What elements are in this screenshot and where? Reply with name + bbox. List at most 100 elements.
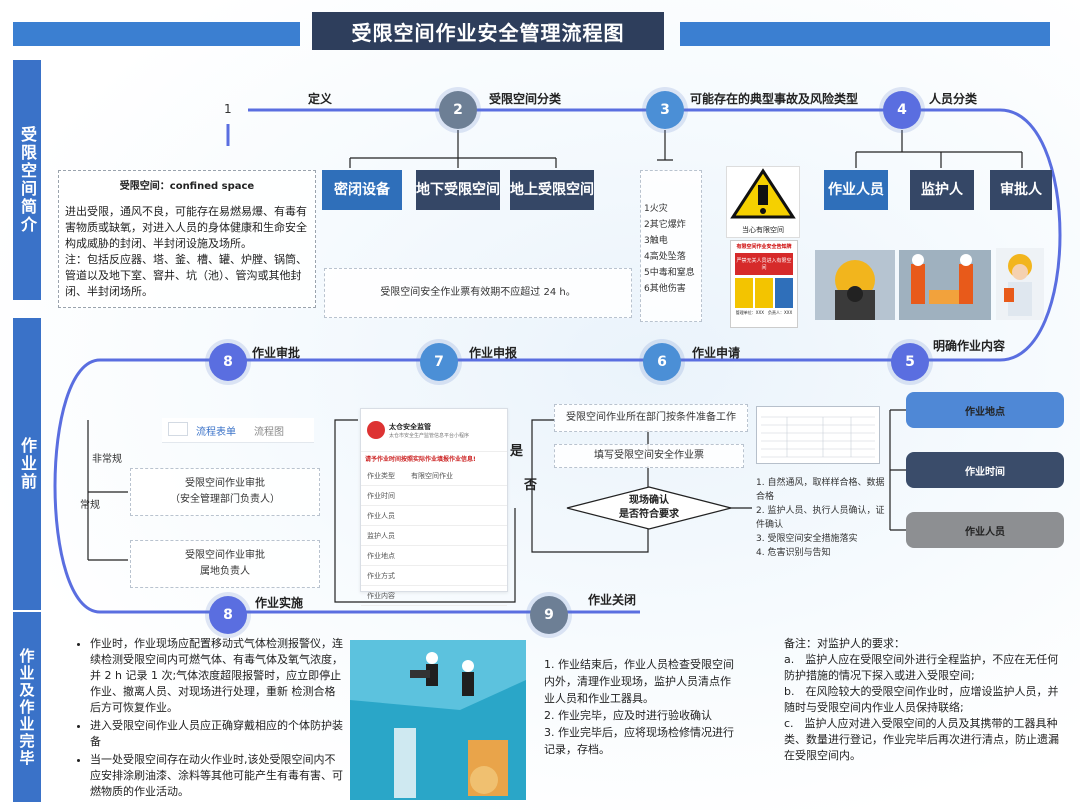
closing-item-3: 3. 作业完毕后，应将现场检修情况进行记录，存档。 — [544, 726, 734, 756]
app-subtitle: 太仓市安全生产监管信息平台小程序 — [389, 432, 470, 439]
inspector-illustration — [996, 248, 1044, 320]
check-1: 1. 自然通风，取样样合格、数据合格 — [756, 478, 885, 502]
title-band-right — [680, 22, 1050, 46]
app-step-ticket: 填写受限空间安全作业票 — [554, 444, 744, 468]
notice-board-title: 有限空间作业安全告知牌 — [736, 244, 792, 250]
no-label: 否 — [524, 478, 538, 493]
impl-item-3: 当一处受限空间存在动火作业时,该处受限空间内不应安排涂刷油漆、涂料等其他可能产生… — [90, 752, 346, 800]
top-flow-line — [248, 108, 1062, 362]
impl-item-1: 作业时，作业现场应配置移动式气体检测报警仪，连续检测受限空间内可燃气体、有毒气体… — [90, 636, 346, 716]
form-icon — [168, 422, 188, 436]
decl-return — [334, 419, 516, 603]
tab-flow-chart[interactable]: 流程图 — [254, 427, 284, 438]
form-row-monitors[interactable]: 监护人员 — [361, 526, 507, 546]
warning-sign: 当心有限空间 — [726, 166, 800, 238]
risk-1: 1火灾 — [644, 204, 668, 214]
definition-note: 注：包括反应器、塔、釜、槽、罐、炉膛、锅筒、管道以及地下室、窨井、坑（池）、管沟… — [65, 253, 307, 298]
app-name: 太仓安全监管 — [389, 422, 431, 431]
notice-board: 有限空间作业安全告知牌 严禁无关人员进入有限空间 管理单位：XXX 负责人：XX… — [730, 240, 798, 328]
pill-lines — [889, 409, 906, 531]
ticket-thumbnail — [756, 406, 880, 464]
approval-branch — [87, 420, 128, 561]
step4-circle: 4 — [883, 91, 921, 129]
remarks-title: 备注：对监护人的要求： — [784, 637, 905, 650]
pill-location: 作业地点 — [906, 392, 1064, 428]
risk-5: 5中毒和窒息 — [644, 268, 695, 278]
validity-note: 受限空间安全作业票有效期不应超过 24 h。 — [380, 287, 576, 298]
remarks-item-b: b. 在风险较大的受限空间作业时，应增设监护人员，并随时与受限空间内作业人员保持… — [784, 685, 1059, 714]
form-row-time[interactable]: 作业时间 — [361, 486, 507, 506]
check-3: 3. 受限空间安全措施落实 — [756, 534, 858, 544]
form-row-content[interactable]: 作业内容 — [361, 586, 507, 606]
category-underground: 地下受限空间 — [416, 170, 500, 210]
pill-time: 作业时间 — [906, 452, 1064, 488]
risk-2: 2其它爆炸 — [644, 220, 686, 230]
closing-item-1: 1. 作业结束后，作业人员检查受限空间内外，清理作业现场，监护人员清点作业人员和… — [544, 658, 734, 705]
decision-line2: 是否符合要求 — [619, 509, 679, 520]
personnel-worker: 作业人员 — [824, 170, 888, 210]
closing-item-2: 2. 作业完毕，应及时进行验收确认 — [544, 709, 712, 722]
definition-box: 受限空间：confined space 进出受限，通风不良，可能存在易燃易爆、有… — [58, 170, 316, 308]
risk-4: 4高处坠落 — [644, 252, 686, 262]
decision-diamond — [566, 486, 732, 530]
check-list: 1. 自然通风，取样样合格、数据合格 2. 监护人员、执行人员确认，证件确认 3… — [756, 476, 886, 560]
worker-gasmask-illustration — [815, 250, 895, 320]
app-step-ticket-text: 填写受限空间安全作业票 — [594, 450, 704, 461]
declaration-header: 太仓安全监管 太仓市安全生产监管信息平台小程序 — [361, 409, 507, 452]
step5-label: 明确作业内容 — [933, 339, 1006, 353]
sidebar-intro: 受限空间简介 — [13, 60, 41, 300]
remarks-item-a: a. 监护人应在受限空间外进行全程监护，不应在无任何防护措施的情况下探入或进入受… — [784, 653, 1059, 682]
cat-branch — [349, 130, 557, 168]
notice-board-warning: 严禁无关人员进入有限空间 — [735, 253, 793, 275]
risk-list-box: 1火灾 2其它爆炸 3触电 4高处坠落 5中毒和窒息 6其他伤害 — [640, 170, 702, 322]
normal-label: 常规 — [80, 500, 100, 511]
category-aboveground: 地上受限空间 — [510, 170, 594, 210]
approval-tabs: 流程表单 流程图 — [162, 418, 314, 443]
step8a-label: 作业审批 — [252, 346, 301, 360]
warning-triangle-icon — [730, 168, 796, 219]
form-row-location[interactable]: 作业地点 — [361, 546, 507, 566]
declaration-form: 太仓安全监管 太仓市安全生产监管信息平台小程序 请予作业时间按照实际作业填报作业… — [360, 408, 508, 606]
step8b-circle: 8 — [209, 596, 247, 634]
step7-circle: 7 — [420, 343, 458, 381]
title-band-left — [13, 22, 300, 46]
approval-box-local: 受限空间作业审批 属地负责人 — [130, 540, 320, 588]
check-4: 4. 危害识别与告知 — [756, 548, 831, 558]
approval-box-safety-line2: （安全管理部门负责人） — [170, 494, 280, 505]
notice-board-footer: 管理单位：XXX 负责人：XXX — [735, 310, 793, 315]
warning-caption: 当心有限空间 — [742, 226, 784, 234]
remarks: 备注：对监护人的要求： a. 监护人应在受限空间外进行全程监护，不应在无任何防护… — [784, 636, 1064, 764]
form-row-type[interactable]: 作业类型有限空间作业 — [361, 466, 507, 486]
step6-circle: 6 — [643, 343, 681, 381]
risk-3: 3触电 — [644, 236, 668, 246]
remarks-item-c: c. 监护人应对进入受限空间的人员及其携带的工器具种类、数量进行登记，作业完毕后… — [784, 717, 1059, 762]
form-row-method[interactable]: 作业方式 — [361, 566, 507, 586]
decision-line1: 现场确认 — [629, 495, 669, 506]
step1-label: 定义 — [308, 92, 333, 106]
approval-box-safety: 受限空间作业审批 （安全管理部门负责人） — [130, 468, 320, 516]
form-row-workers[interactable]: 作业人员 — [361, 506, 507, 526]
definition-body: 进出受限，通风不良，可能存在易燃易爆、有毒有害物质或缺氧，对进入人员的身体健康和… — [65, 205, 307, 250]
personnel-approver: 审批人 — [990, 170, 1052, 210]
yes-label: 是 — [510, 444, 524, 459]
app-step-prepare-text: 受限空间作业所在部门按条件准备工作 — [566, 412, 736, 423]
risk-6: 6其他伤害 — [644, 284, 686, 294]
app-step-prepare: 受限空间作业所在部门按条件准备工作 — [554, 404, 748, 432]
step5-circle: 5 — [891, 343, 929, 381]
approval-box-safety-line1: 受限空间作业审批 — [185, 478, 265, 489]
step2-label: 受限空间分类 — [489, 92, 562, 106]
step1-number: 1 — [224, 102, 232, 116]
approval-box-local-line2: 属地负责人 — [200, 566, 250, 577]
confined-space-illustration — [350, 640, 526, 800]
step4-label: 人员分类 — [929, 92, 978, 106]
app-flow — [531, 419, 752, 553]
closing-list: 1. 作业结束后，作业人员检查受限空间内外，清理作业现场，监护人员清点作业人员和… — [544, 656, 740, 758]
step2-circle: 2 — [439, 91, 477, 129]
implementation-list: 作业时，作业现场应配置移动式气体检测报警仪，连续检测受限空间内可燃气体、有毒气体… — [76, 636, 346, 802]
ticket-grid — [761, 416, 875, 458]
person-branch — [855, 130, 1023, 168]
step8b-label: 作业实施 — [255, 596, 304, 610]
middle-flow-line — [53, 358, 908, 614]
tab-flow-form[interactable]: 流程表单 — [196, 427, 236, 438]
